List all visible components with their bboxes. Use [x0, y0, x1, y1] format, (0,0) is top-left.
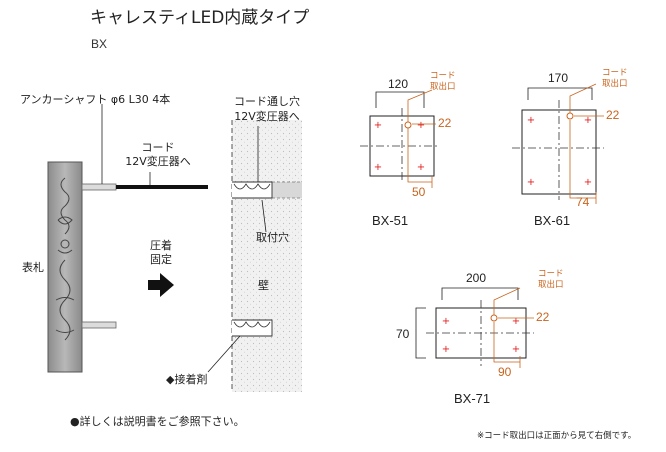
bx-51-cord-offset: 50: [412, 185, 426, 199]
adhesive-label: ◆接着剤: [166, 373, 208, 386]
product-code: BX: [91, 37, 108, 51]
mount-hole-top: [232, 181, 273, 199]
bx-71-hole-offset: 22: [536, 310, 550, 324]
name-plate: [47, 161, 83, 373]
svg-text:+: +: [442, 344, 450, 355]
anchor-shaft-top: [81, 183, 117, 191]
svg-text:+: +: [417, 120, 425, 131]
anchor-shaft-bottom: [81, 321, 117, 329]
cord: [116, 185, 208, 189]
svg-text:+: +: [512, 344, 520, 355]
svg-text:+: +: [374, 162, 382, 173]
bx-61-hole-offset: 22: [606, 108, 620, 122]
anchor-shaft-label: アンカーシャフト φ6 L30 4本: [20, 93, 171, 106]
plate-label: 表札: [22, 261, 44, 274]
bx-51-model-name: BX-51: [372, 213, 409, 228]
bx-61-cord-label-2: 取出口: [602, 79, 628, 89]
manual-note: ●詳しくは説明書をご参照下さい。: [70, 415, 245, 428]
cord-hole: [270, 182, 302, 198]
svg-text:+: +: [417, 162, 425, 173]
press-label-2: 固定: [150, 253, 172, 266]
press-label-1: 圧着: [150, 239, 172, 252]
bx-51-cord-label-2: 取出口: [430, 82, 456, 92]
cord-label-2: 12V変圧器へ: [125, 155, 191, 168]
svg-text:+: +: [442, 316, 450, 327]
svg-text:+: +: [584, 115, 592, 126]
cord-hole-label-2: 12V変圧器へ: [234, 110, 300, 123]
bx-61-width: 170: [548, 71, 569, 85]
bx-51-cord-label-1: コード: [430, 71, 456, 81]
bx-71-width: 200: [466, 271, 487, 285]
wall-label: 壁: [258, 279, 269, 292]
svg-text:+: +: [374, 120, 382, 131]
cord-label-1: コード: [141, 141, 175, 154]
svg-text:+: +: [527, 177, 535, 188]
arrow-right-icon: [148, 273, 174, 297]
cord-hole-label-1: コード通し穴: [234, 95, 300, 108]
bx-61-drawing: + + + +: [512, 83, 604, 204]
bx-51-hole-offset: 22: [438, 116, 452, 130]
bx-71-model-name: BX-71: [454, 391, 491, 406]
bx-61-model-name: BX-61: [534, 213, 571, 228]
svg-text:+: +: [527, 115, 535, 126]
page-title: キャレスティLED内蔵タイプ: [90, 8, 310, 28]
bx-71-cord-offset: 90: [498, 365, 512, 379]
wall: [232, 120, 302, 392]
bx-71-height: 70: [396, 327, 410, 341]
bx-51-drawing: + + + +: [360, 89, 440, 188]
svg-text:+: +: [584, 177, 592, 188]
mount-hole-bottom: [232, 319, 273, 337]
plate-ornament: [55, 177, 75, 341]
svg-text:+: +: [512, 316, 520, 327]
bx-51-width: 120: [388, 77, 409, 91]
bx-61-cord-offset: 74: [576, 195, 590, 209]
bx-71-drawing: + + + +: [415, 287, 534, 368]
bx-61-cord-label-1: コード: [602, 68, 628, 78]
mount-hole-label: 取付穴: [256, 231, 289, 244]
bx-71-cord-label-1: コード: [538, 269, 564, 279]
cord-position-footnote: ※コード取出口は正面から見て右側です。: [477, 431, 637, 441]
bx-71-cord-label-2: 取出口: [538, 280, 564, 290]
